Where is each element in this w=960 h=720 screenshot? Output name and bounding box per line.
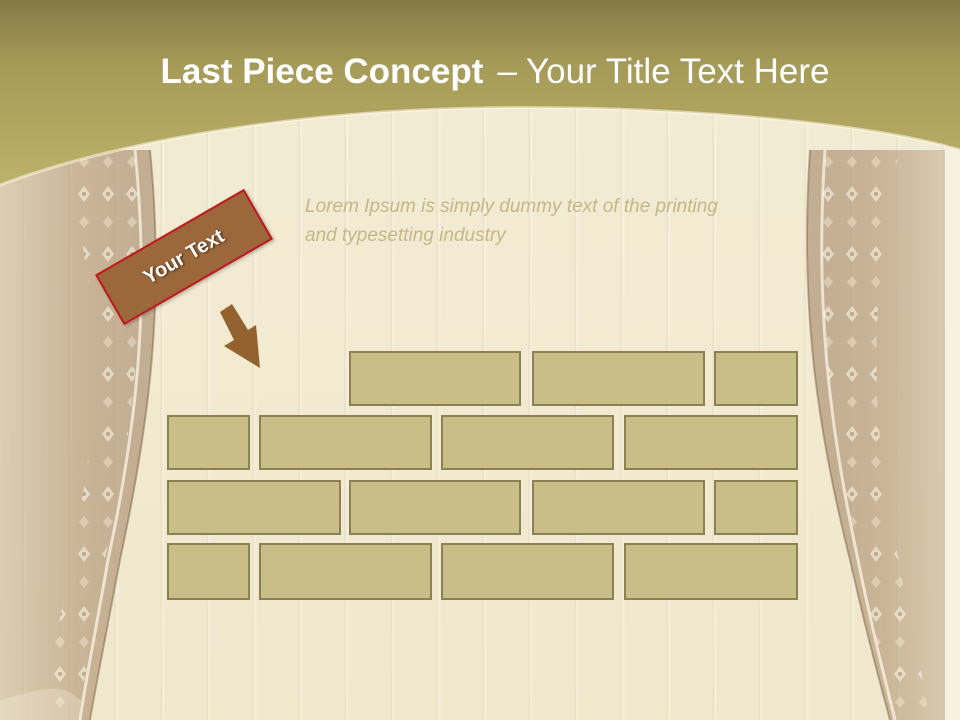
body-text: Lorem Ipsum is simply dummy text of the … xyxy=(305,196,718,246)
brick[interactable] xyxy=(167,480,341,535)
header-band xyxy=(0,0,960,187)
title-subtitle: Your Title Text Here xyxy=(525,52,830,91)
brick[interactable] xyxy=(441,543,614,600)
brick[interactable] xyxy=(532,480,705,535)
brick[interactable] xyxy=(532,351,705,406)
brick[interactable] xyxy=(624,543,798,600)
brick[interactable] xyxy=(441,415,614,470)
brick[interactable] xyxy=(259,543,432,600)
brick[interactable] xyxy=(167,543,250,600)
brick[interactable] xyxy=(349,480,521,535)
brick[interactable] xyxy=(624,415,798,470)
left-curtain xyxy=(0,149,157,720)
brick[interactable] xyxy=(714,351,798,406)
title-separator: – xyxy=(497,52,517,91)
brick[interactable] xyxy=(349,351,521,406)
down-right-arrow-icon xyxy=(220,304,260,368)
slide-title: Last Piece Concept– Your Title Text Here xyxy=(0,52,960,92)
brick[interactable] xyxy=(167,415,250,470)
right-curtain xyxy=(805,149,960,720)
brick[interactable] xyxy=(259,415,432,470)
brick[interactable] xyxy=(714,480,798,535)
title-main: Last Piece Concept xyxy=(160,52,484,91)
